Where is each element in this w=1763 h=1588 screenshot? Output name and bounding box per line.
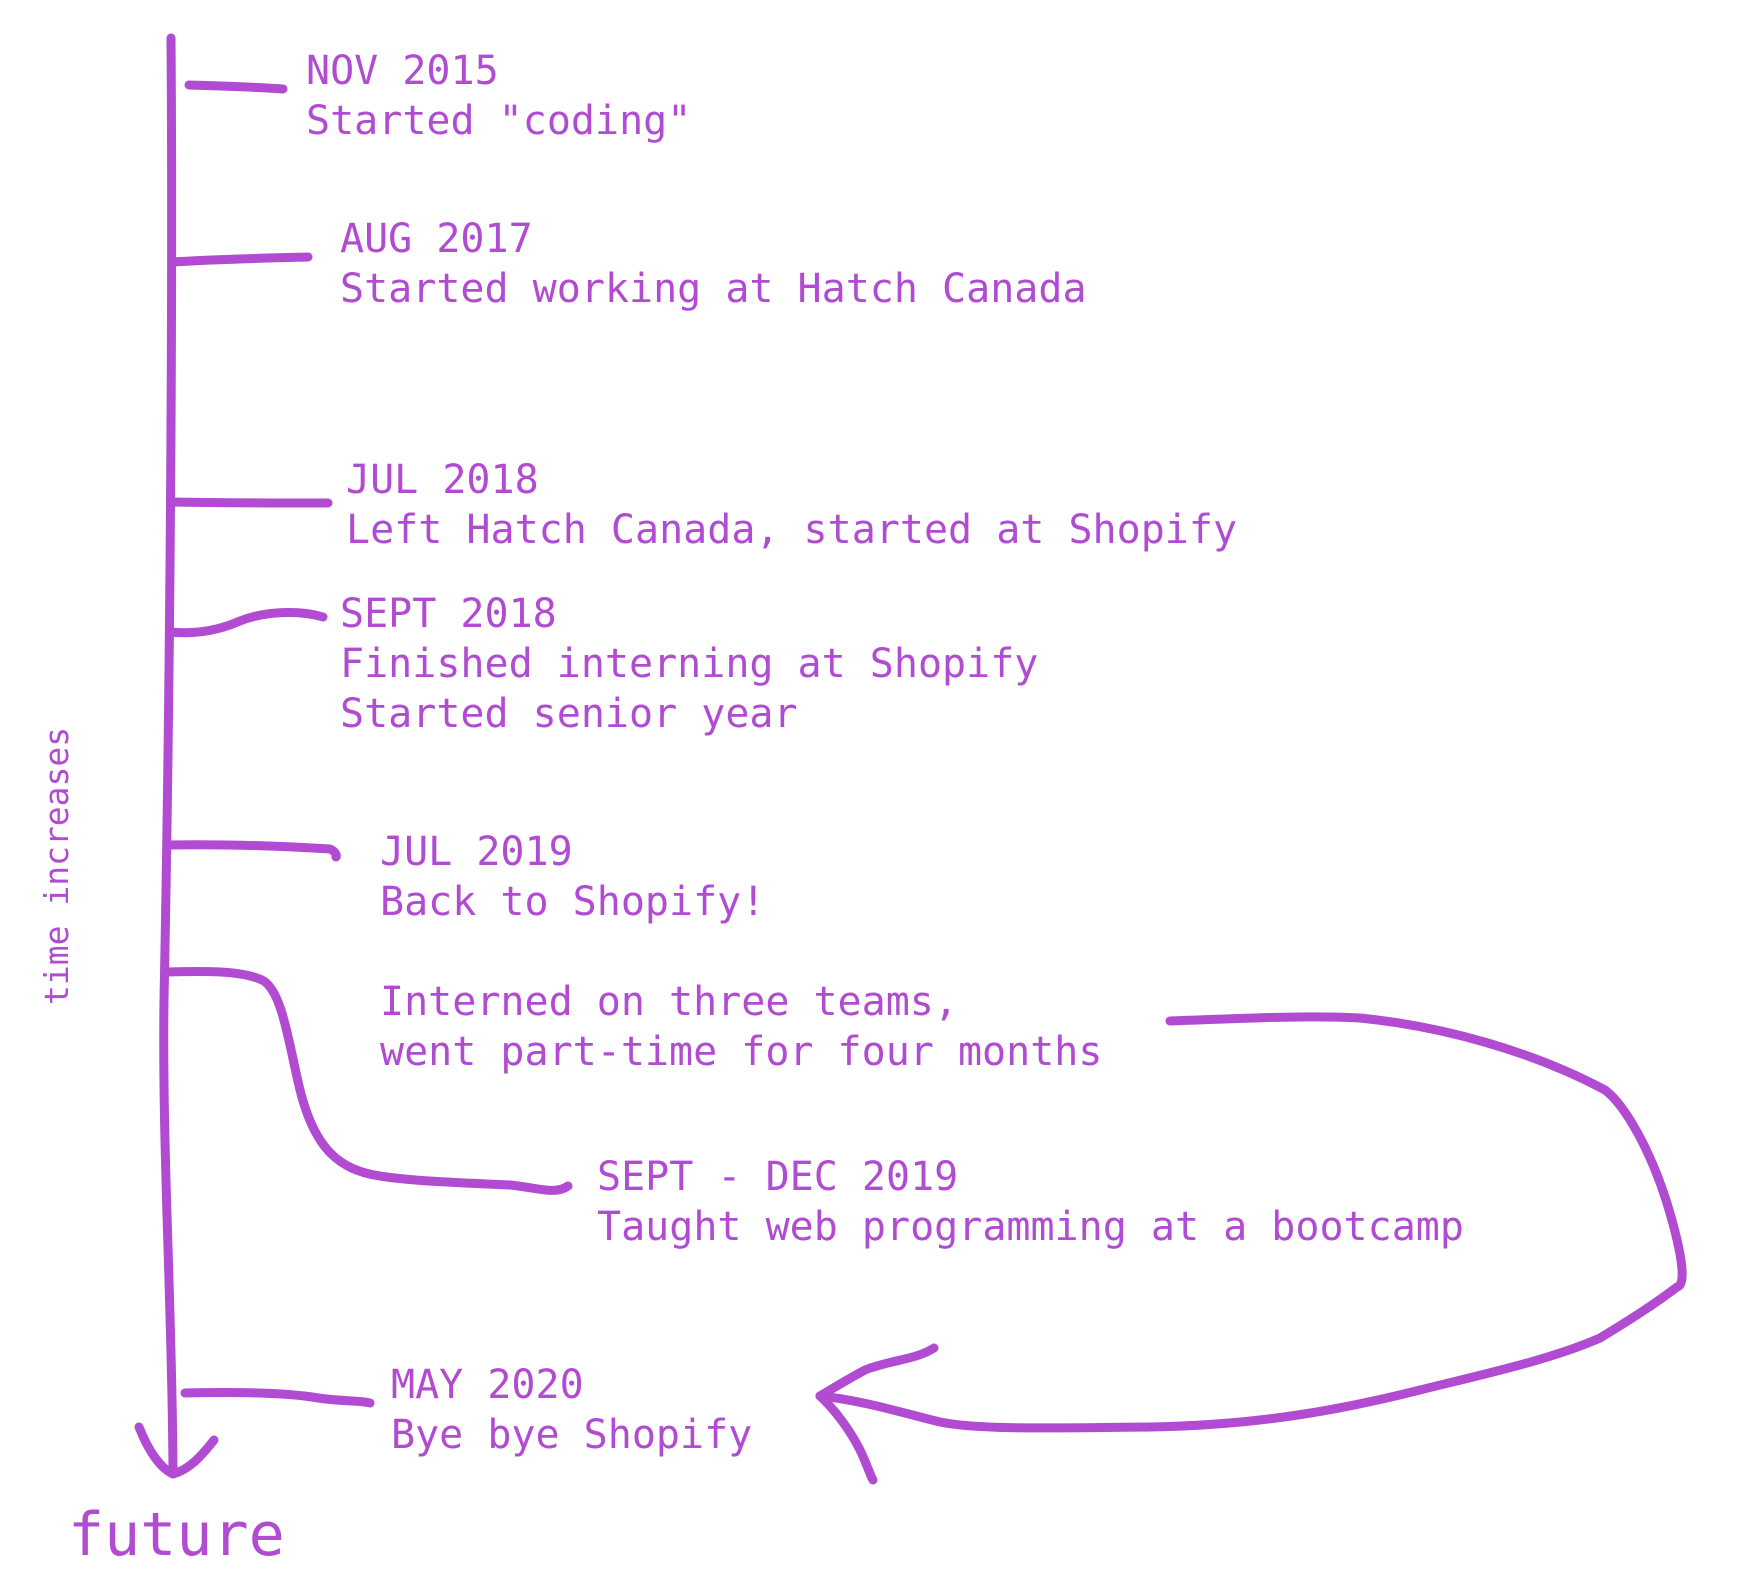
entry-text: Started senior year [340,691,798,737]
arrow-down-icon [134,1422,219,1479]
loop-arrow [815,1012,1687,1433]
tick-sept-2018 [165,608,328,638]
entry-text: Interned on three teams, [380,979,958,1025]
timeline-strokes [134,33,1687,1485]
entry-date: AUG 2017 [340,216,533,262]
entry-text: Started "coding" [306,98,691,144]
entry-date: SEPT 2018 [340,591,557,637]
future-label: future [68,1500,285,1570]
entry-sept-2018: SEPT 2018 Finished interning at Shopify … [340,591,1038,737]
entry-text: Back to Shopify! [380,879,765,925]
loop-arrowhead-icon [815,1343,939,1485]
tick-jul-2018 [166,497,333,508]
entry-date: NOV 2015 [306,48,499,94]
entry-text: Taught web programming at a bootcamp [597,1204,1464,1250]
entry-sept-dec-2019: SEPT - DEC 2019 Taught web programming a… [597,1154,1464,1250]
entry-text: Bye bye Shopify [391,1412,752,1458]
entry-text: Started working at Hatch Canada [340,266,1087,312]
entry-nov-2015: NOV 2015 Started "coding" [306,48,691,144]
entry-text: Left Hatch Canada, started at Shopify [346,507,1237,553]
entry-jul-2018: JUL 2018 Left Hatch Canada, started at S… [346,457,1237,553]
time-increases-label: time increases [37,727,76,1005]
tick-jul-2019 [163,840,341,862]
entry-date: MAY 2020 [391,1362,584,1408]
timeline-axis [159,33,178,1475]
entry-aug-2017: AUG 2017 Started working at Hatch Canada [340,216,1087,312]
entry-date: SEPT - DEC 2019 [597,1154,958,1200]
entry-text: went part-time for four months [380,1029,1102,1075]
entry-part-time-note: Interned on three teams, went part-time … [380,979,1102,1075]
entry-date: JUL 2018 [346,457,539,503]
tick-sept-dec-2019 [163,966,573,1195]
tick-may-2020 [180,1387,375,1408]
tick-aug-2017 [167,252,313,267]
entry-may-2020: MAY 2020 Bye bye Shopify [391,1362,752,1458]
entry-jul-2019: JUL 2019 Back to Shopify! [380,829,765,925]
tick-nov-2015 [184,80,288,94]
entry-text: Finished interning at Shopify [340,641,1038,687]
entry-date: JUL 2019 [380,829,573,875]
